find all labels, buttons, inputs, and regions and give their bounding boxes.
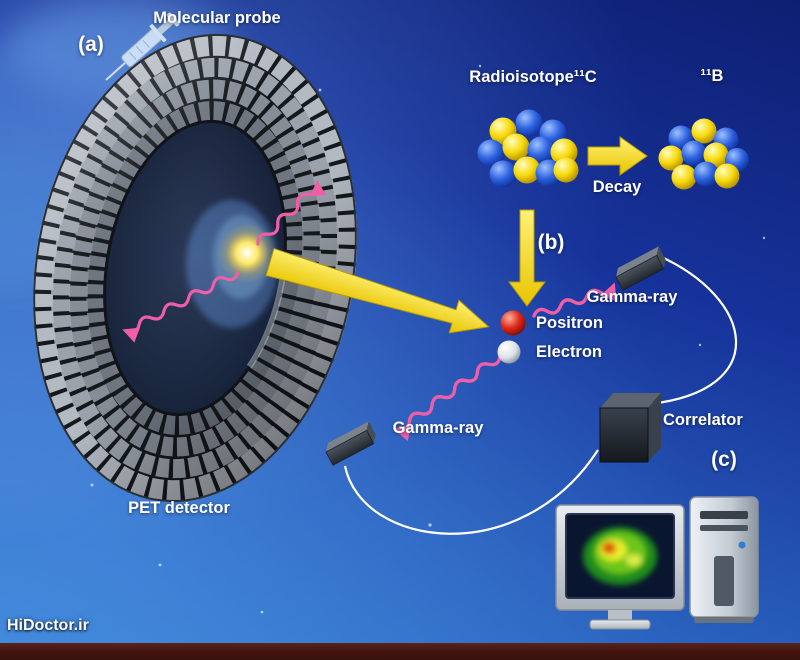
gamma-wave-lower — [393, 354, 502, 441]
brain-scan-image — [583, 527, 657, 585]
watermark: HiDoctor.ir — [7, 617, 89, 634]
panel-b-label: (b) — [537, 231, 565, 254]
pet-detector-ring — [32, 33, 358, 503]
molecular-probe-label: Molecular probe — [153, 9, 281, 27]
gamma-detector-lower — [325, 421, 376, 466]
annihilation-glow — [217, 223, 277, 283]
decay-label: Decay — [592, 178, 642, 196]
radioisotope-c11-label: Radioisotope¹¹C — [469, 68, 597, 86]
gamma-ray-lower-label: Gamma-ray — [392, 419, 484, 437]
c11-molecule-cluster — [477, 109, 579, 188]
decay-arrow-icon — [587, 136, 648, 176]
panel-a-label: (a) — [78, 33, 104, 56]
footer-bar — [0, 643, 800, 660]
gamma-wave-upper — [532, 282, 617, 318]
gamma-ray-upper-label: Gamma-ray — [586, 288, 678, 306]
syringe-icon — [105, 12, 180, 81]
gamma-detector-upper — [615, 246, 666, 291]
panel-c-label: (c) — [711, 448, 737, 471]
big-yellow-arrow-icon — [265, 247, 490, 334]
positron-label: Positron — [536, 314, 603, 332]
correlator-box-icon — [599, 393, 661, 463]
gamma-wave-in-ring-upper — [256, 179, 327, 246]
b11-molecule-cluster — [658, 118, 749, 190]
background-sparkles — [90, 64, 766, 614]
electron-sphere — [497, 340, 521, 364]
pet-detector-label: PET detector — [128, 499, 230, 517]
positron-sphere — [500, 310, 526, 336]
correlator-label: Correlator — [663, 411, 743, 429]
gamma-wave-in-ring-lower — [122, 270, 240, 343]
signal-wire-lower — [343, 449, 599, 535]
pc-tower-icon — [689, 496, 759, 623]
monitor-icon — [555, 504, 685, 630]
b-arrow-icon — [508, 209, 546, 307]
b11-label: ¹¹B — [700, 67, 724, 85]
electron-label: Electron — [536, 343, 603, 361]
signal-wire-upper — [649, 253, 738, 406]
